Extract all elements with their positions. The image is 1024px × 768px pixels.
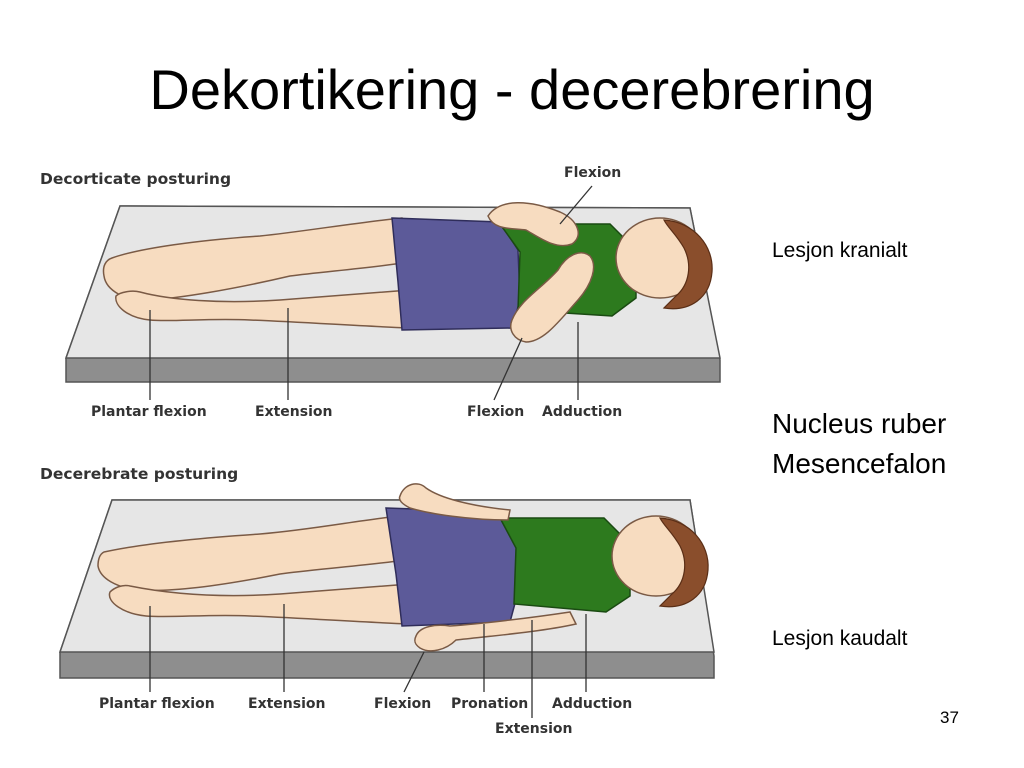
label-flexion-top: Flexion bbox=[564, 165, 622, 181]
label-pronation-2: Pronation bbox=[451, 696, 529, 712]
note-lesion-caudal: Lesjon kaudalt bbox=[772, 627, 908, 650]
slide-number: 37 bbox=[940, 708, 959, 727]
arm-flexed-top-1 bbox=[487, 202, 579, 247]
label-extension-arm-2: Extension bbox=[495, 721, 573, 737]
note-mesencephalon: Mesencefalon bbox=[772, 448, 947, 479]
label-plantar-flexion-1: Plantar flexion bbox=[91, 404, 207, 420]
slide-title: Dekortikering - decerebrering bbox=[149, 58, 875, 121]
arm-extended-top-2 bbox=[398, 483, 511, 521]
shorts-1 bbox=[391, 217, 521, 331]
arm-flexed-bottom-1 bbox=[510, 252, 595, 343]
hair-1 bbox=[662, 219, 713, 310]
label-extension-1: Extension bbox=[255, 404, 333, 420]
label-adduction-2: Adduction bbox=[552, 696, 633, 712]
label-plantar-flexion-2: Plantar flexion bbox=[99, 696, 215, 712]
shorts-2 bbox=[385, 507, 519, 627]
arm-extended-bottom-2 bbox=[414, 611, 578, 652]
decorticate-figure bbox=[64, 185, 721, 401]
note-nucleus-ruber: Nucleus ruber bbox=[772, 408, 947, 439]
decerebrate-figure bbox=[58, 483, 715, 718]
label-extension-leg-2: Extension bbox=[248, 696, 326, 712]
note-lesion-cranial: Lesjon kranialt bbox=[772, 239, 908, 262]
legs-1 bbox=[102, 217, 411, 301]
label-flexion-2: Flexion bbox=[374, 696, 432, 712]
legs-2 bbox=[97, 515, 407, 592]
decerebrate-heading: Decerebrate posturing bbox=[40, 465, 239, 483]
label-adduction-1: Adduction bbox=[542, 404, 623, 420]
label-flexion-arm-1: Flexion bbox=[467, 404, 525, 420]
shirt-2 bbox=[498, 517, 631, 613]
hair-2 bbox=[658, 517, 709, 608]
decorticate-heading: Decorticate posturing bbox=[40, 170, 232, 188]
